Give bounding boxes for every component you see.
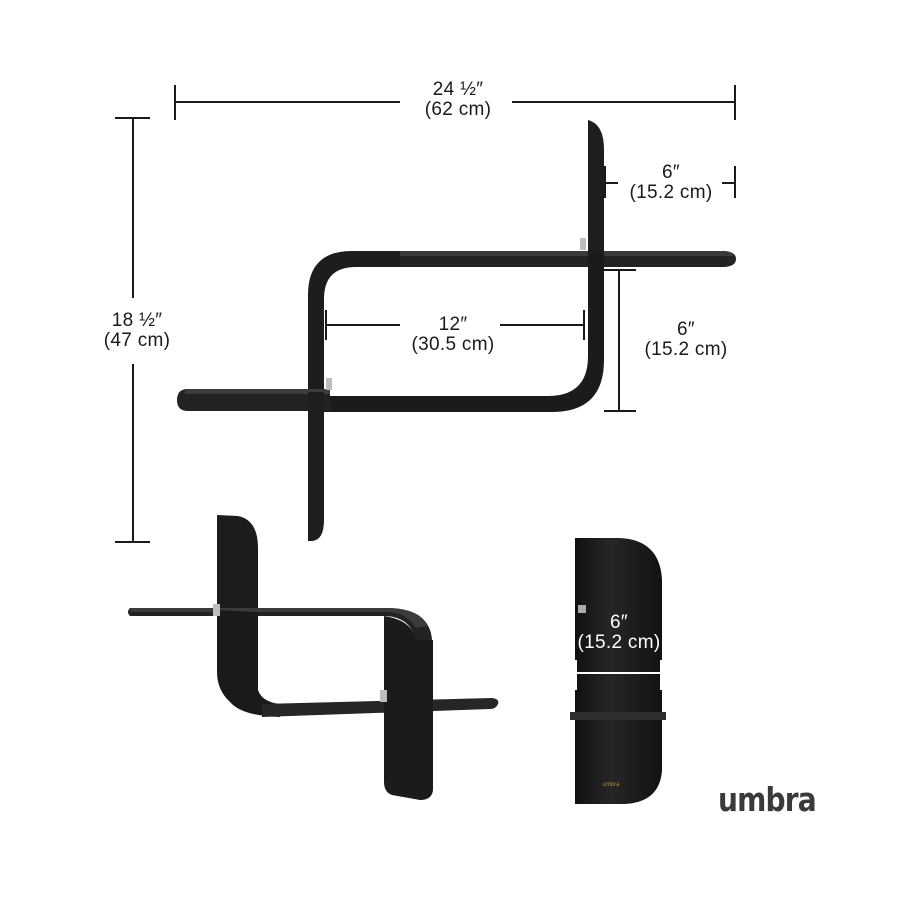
side-view-shelf-lip [570,712,666,720]
front-view-shelf [177,120,736,541]
upright-depth-imperial: 6″ [662,162,680,183]
right-upright-panel [588,120,604,250]
total-width-label: 24 ½″ (62 cm) [404,80,512,120]
side-depth-metric: (15.2 cm) [577,632,661,653]
total-height-imperial: 18 ½″ [111,310,163,331]
inner-height-imperial: 6″ [677,319,695,340]
perspective-top-board [128,608,432,700]
right-curved-panel [324,250,604,412]
bottom-shelf-board [177,389,330,411]
hardware-bracket [380,690,387,702]
hardware-bracket [326,378,332,390]
side-depth-imperial: 6″ [610,612,628,633]
perspective-bottom-board [262,698,499,717]
perspective-right-upright [384,616,433,800]
side-depth-label: 6″ (15.2 cm) [566,613,672,653]
brand-logo: umbra [718,780,817,819]
hardware-bracket [213,604,220,616]
inner-width-imperial: 12″ [438,314,468,335]
dimension-lines [115,85,736,543]
upright-depth-label: 6″ (15.2 cm) [616,163,726,203]
total-width-metric: (62 cm) [424,99,492,120]
hardware-bracket [580,238,586,250]
total-height-metric: (47 cm) [103,330,171,351]
perspective-view-shelf [128,515,499,800]
side-view-panel [575,538,662,610]
inner-height-metric: (15.2 cm) [644,339,728,360]
left-upright-panel [308,392,324,541]
total-width-imperial: 24 ½″ [432,79,484,100]
perspective-left-lower [217,610,280,717]
total-height-label: 18 ½″ (47 cm) [83,311,191,351]
bent-panel [308,251,400,392]
inner-width-metric: (30.5 cm) [411,334,495,355]
perspective-left-upright [217,515,258,610]
inner-width-label: 12″ (30.5 cm) [398,315,508,355]
upright-depth-metric: (15.2 cm) [629,182,713,203]
small-brand-mark: umbra [602,782,620,788]
side-view-shelf: umbra [570,538,666,804]
inner-height-label: 6″ (15.2 cm) [631,320,741,360]
